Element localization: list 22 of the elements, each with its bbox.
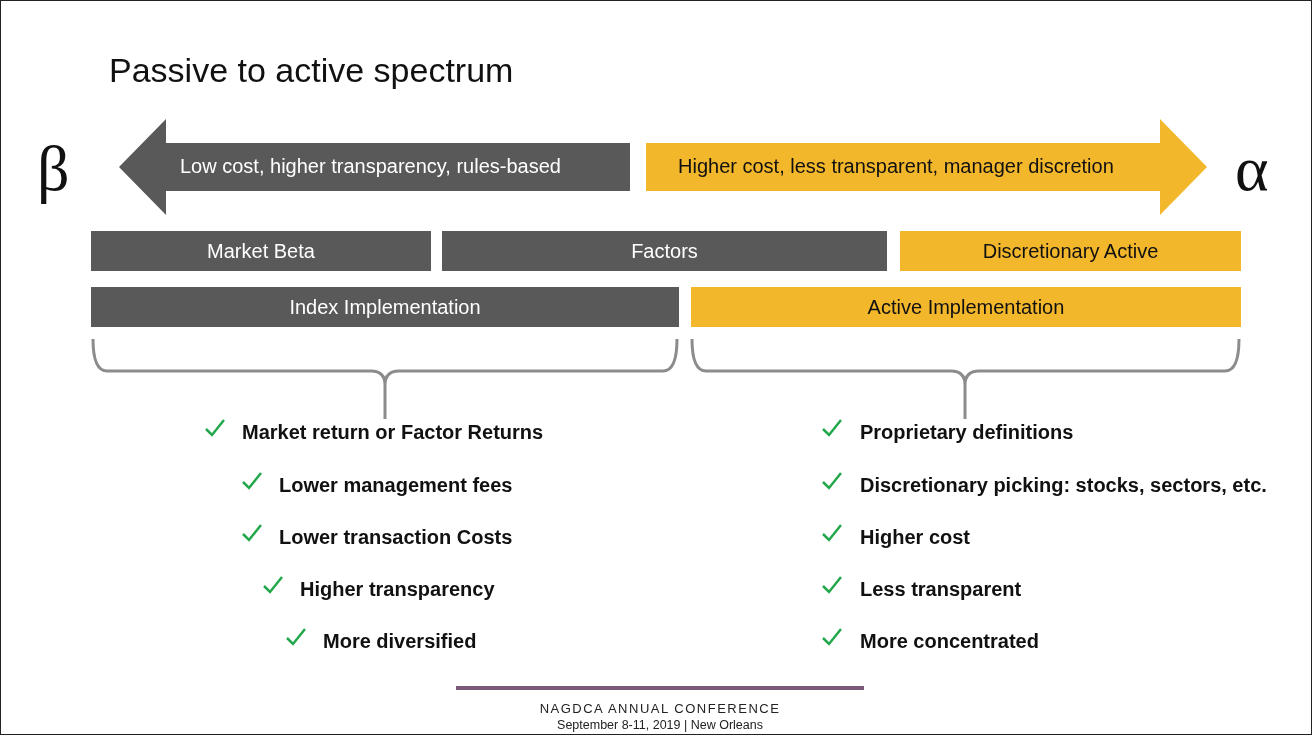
right-pointing-banner: Higher cost, less transparent, manager discretion — [646, 119, 1207, 215]
checklist-item: Higher transparency — [300, 578, 495, 601]
footer-text: September 8-11, 2019 | New Orleans — [556, 718, 764, 732]
left-pointing-banner: Low cost, higher transparency, rules-based — [119, 119, 630, 215]
beta-symbol: β — [37, 132, 70, 206]
checklist-item: Lower transaction Costs — [279, 526, 513, 549]
category-bar: Factors — [442, 231, 887, 271]
checklist-item: More concentrated — [860, 630, 1039, 653]
checklist-item: Higher cost — [860, 526, 971, 549]
checklist-item: More diversified — [323, 630, 477, 653]
category-bar: Active Implementation — [691, 287, 1241, 327]
checklist-item: Market return or Factor Returns — [242, 421, 544, 444]
category-bar: Discretionary Active — [900, 231, 1241, 271]
category-bar: Market Beta — [91, 231, 431, 271]
checklist-item: Lower management fees — [279, 474, 513, 497]
category-bar: Index Implementation — [91, 287, 679, 327]
checklist-item: Less transparent — [860, 578, 1022, 601]
footer-heading: NAGDCA ANNUAL CONFERENCE — [538, 701, 782, 716]
checklist-item: Proprietary definitions — [860, 421, 1074, 444]
slide-title: Passive to active spectrum — [109, 51, 514, 90]
alpha-symbol: α — [1235, 132, 1269, 206]
checklist-item: Discretionary picking: stocks, sectors, etc. — [860, 474, 1267, 497]
